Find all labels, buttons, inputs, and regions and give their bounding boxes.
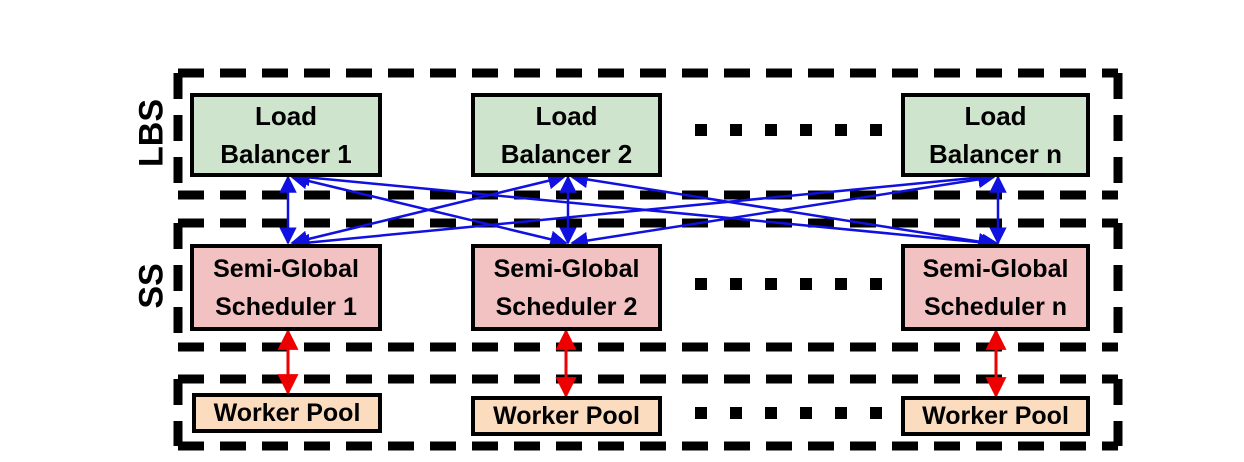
scheduler-1: Semi-Global Scheduler 1 <box>190 244 382 331</box>
load-balancer-2-line2: Balancer 2 <box>500 139 633 169</box>
load-balancer-1-line2: Balancer 1 <box>220 139 352 169</box>
scheduler-2-line2: Scheduler 2 <box>495 292 638 321</box>
ellipsis-icon-lb-row <box>695 124 882 136</box>
worker-pool-n: Worker Pool <box>901 396 1090 436</box>
arrow-lbn-ss2 <box>570 170 996 250</box>
worker-layer-border <box>173 374 1123 451</box>
worker-pool-n-label: Worker Pool <box>922 401 1069 430</box>
scheduler-1-line2: Scheduler 1 <box>215 292 357 321</box>
load-balancer-1: Load Balancer 1 <box>190 93 382 177</box>
load-balancer-1-line1: Load <box>254 101 318 131</box>
load-balancer-2: Load Balancer 2 <box>471 93 662 177</box>
worker-pool-1: Worker Pool <box>192 393 382 433</box>
ellipsis-icon-ss-row <box>695 278 882 290</box>
load-balancer-n: Load Balancer n <box>901 93 1090 177</box>
lbs-layer-label: LBS <box>132 99 171 167</box>
worker-pool-2-label: Worker Pool <box>493 401 640 430</box>
scheduler-2-line1: Semi-Global <box>493 254 640 283</box>
ellipsis-icon-wp-row <box>695 407 882 419</box>
scheduler-1-line1: Semi-Global <box>213 254 359 283</box>
lb-ss-connections <box>279 168 1007 252</box>
scheduler-n-line1: Semi-Global <box>922 254 1069 283</box>
load-balancer-2-line1: Load <box>535 101 598 131</box>
load-balancer-n-line1: Load <box>964 101 1027 131</box>
load-balancer-n-line2: Balancer n <box>929 139 1062 169</box>
worker-pool-2: Worker Pool <box>471 396 662 436</box>
worker-pool-1-label: Worker Pool <box>213 398 361 427</box>
scheduler-n: Semi-Global Scheduler n <box>901 244 1090 331</box>
ss-layer-label: SS <box>132 263 171 309</box>
ss-worker-connections <box>277 328 1007 399</box>
scheduler-n-line2: Scheduler n <box>923 292 1068 321</box>
scheduler-2: Semi-Global Scheduler 2 <box>471 244 662 331</box>
